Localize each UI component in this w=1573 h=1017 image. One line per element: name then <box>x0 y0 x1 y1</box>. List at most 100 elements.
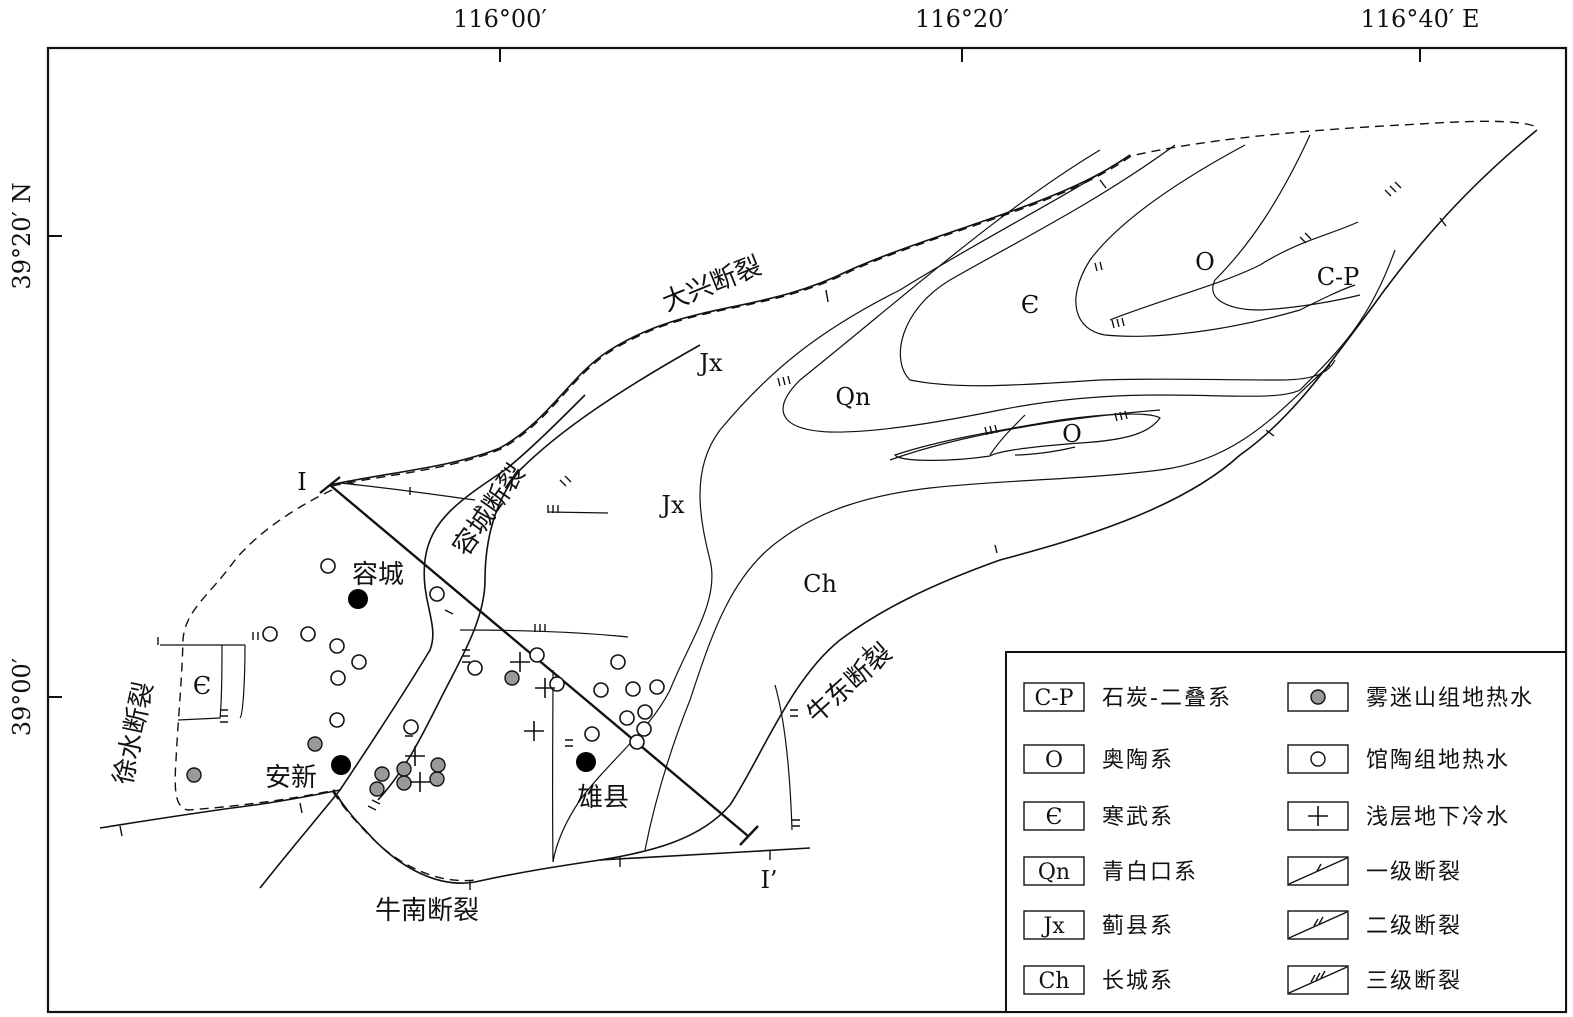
guantao-well <box>320 558 336 574</box>
unit-label-cp: C-P <box>1317 263 1360 291</box>
town-anxin-label: 安新 <box>265 763 317 793</box>
latitude-label-39-00: 39°00′ <box>8 658 36 737</box>
wumishan-well <box>504 670 520 686</box>
guantao-well <box>529 647 545 663</box>
legend-frame <box>1005 651 1567 1013</box>
legend-box-cp <box>1023 682 1085 712</box>
legend-label-cambrian: 寒武系 <box>1102 805 1174 830</box>
section-line-cap-start <box>319 476 341 494</box>
section-line-cap-end <box>739 825 759 846</box>
guantao-well <box>429 586 445 602</box>
legend-box-jx <box>1023 910 1085 940</box>
legend-symbol-cp: C-P <box>1034 686 1073 711</box>
legend-fault-2-icon <box>1288 911 1348 939</box>
contact-qn-loop <box>782 149 1396 433</box>
guantao-well <box>403 719 419 735</box>
legend-label-fault-3: 三级断裂 <box>1366 969 1462 994</box>
legend-fault-3-icon <box>1288 966 1348 994</box>
cold-water-sites <box>405 652 555 792</box>
legend-box-ch <box>1023 965 1085 995</box>
legend-fault-1-icon <box>1288 857 1348 885</box>
fault-name-xushui: 徐水断裂 <box>109 679 160 787</box>
wumishan-well <box>396 775 412 791</box>
guantao-well <box>329 712 345 728</box>
basin-boundary-north-dashed <box>331 120 1538 487</box>
basin-boundary-east <box>599 129 1538 861</box>
unit-label-cambrian-west: Є <box>193 672 211 700</box>
guantao-well <box>593 682 609 698</box>
legend-label-o: 奥陶系 <box>1102 748 1174 773</box>
unit-label-qn: Qn <box>835 383 870 411</box>
legend: C-P O Є Qn Jx Ch 石炭-二叠系 奥陶系 寒武系 青白口系 蓟县系… <box>1005 651 1567 1013</box>
guantao-well <box>637 704 653 720</box>
south-fault-line <box>599 847 811 861</box>
wumishan-well <box>429 771 445 787</box>
guantao-well <box>262 626 278 642</box>
fault-tick-marks <box>119 179 1447 890</box>
contact-ch <box>644 364 1331 851</box>
legend-label-fault-2: 二级断裂 <box>1366 914 1462 939</box>
legend-label-cold-water: 浅层地下冷水 <box>1366 805 1510 830</box>
cold-water-cross <box>510 652 530 672</box>
guantao-well <box>549 676 565 692</box>
coordinate-ticks <box>48 48 1421 698</box>
town-rongcheng-label: 容城 <box>352 560 404 590</box>
latitude-label-39-20: 39°20′ N <box>8 182 36 289</box>
map-frame <box>46 46 1568 1014</box>
town-xiongxian-label: 雄县 <box>577 783 629 813</box>
fault-name-rongcheng: 容城断裂 <box>447 459 531 561</box>
legend-label-jx: 蓟县系 <box>1102 914 1174 939</box>
legend-label-ch: 长城系 <box>1102 969 1174 994</box>
longitude-label-116-20: 116°20′ <box>915 5 1009 33</box>
legend-label-fault-1: 一级断裂 <box>1366 860 1462 885</box>
cold-water-cross <box>535 678 555 698</box>
east-fault-niudong-branch <box>774 684 793 831</box>
xushui-fault-line <box>99 789 341 829</box>
fault-name-niudong: 牛东断裂 <box>801 638 898 730</box>
guantao-wells <box>262 558 665 750</box>
central-fault-1 <box>339 482 476 501</box>
unit-label-o-upper: O <box>1195 248 1215 276</box>
central-fault-2 <box>547 511 609 514</box>
guantao-well <box>649 679 665 695</box>
legend-symbol-jx: Jx <box>1041 914 1065 939</box>
contact-o-lower <box>894 413 1161 461</box>
wumishan-well <box>396 761 412 777</box>
unit-label-cambrian: Є <box>1021 291 1039 319</box>
legend-gray-circle-icon <box>1310 689 1326 705</box>
legend-label-qn: 青白口系 <box>1102 860 1198 885</box>
guantao-well <box>619 710 635 726</box>
west-fault-2 <box>177 644 223 721</box>
wumishan-well <box>430 757 446 773</box>
legend-box-qn <box>1023 856 1085 886</box>
cold-water-cross <box>410 772 430 792</box>
basin-boundary-north <box>329 154 1131 486</box>
guantao-well <box>625 681 641 697</box>
section-label-start: I <box>297 468 306 496</box>
guantao-well <box>629 734 645 750</box>
section-label-end: I’ <box>760 866 777 894</box>
contact-cambrian <box>899 144 1336 387</box>
basin-boundary-south-dashed <box>332 791 476 882</box>
guantao-well <box>330 670 346 686</box>
cold-water-cross <box>405 746 425 766</box>
central-fault-3 <box>459 629 629 638</box>
unit-label-jx-central: Jx <box>658 491 685 519</box>
contact-jx-inner <box>1014 446 1076 456</box>
guantao-well <box>329 638 345 654</box>
contact-o-lower-fault2 <box>989 414 1026 456</box>
wumishan-well <box>307 736 323 752</box>
legend-label-cp: 石炭-二叠系 <box>1102 686 1232 711</box>
rongcheng-fault-inner <box>377 344 701 801</box>
legend-cross-icon <box>1308 806 1328 826</box>
rongcheng-fault-line <box>259 394 586 889</box>
unit-label-o-lower: O <box>1062 420 1082 448</box>
town-anxin-marker <box>331 755 351 775</box>
fault-name-niunan: 牛南断裂 <box>375 896 479 926</box>
wumishan-wells <box>186 670 520 797</box>
guantao-well <box>300 626 316 642</box>
unit-label-jx-north: Jx <box>696 349 723 377</box>
guantao-well <box>636 721 652 737</box>
basin-boundary-west-dashed <box>174 489 336 811</box>
